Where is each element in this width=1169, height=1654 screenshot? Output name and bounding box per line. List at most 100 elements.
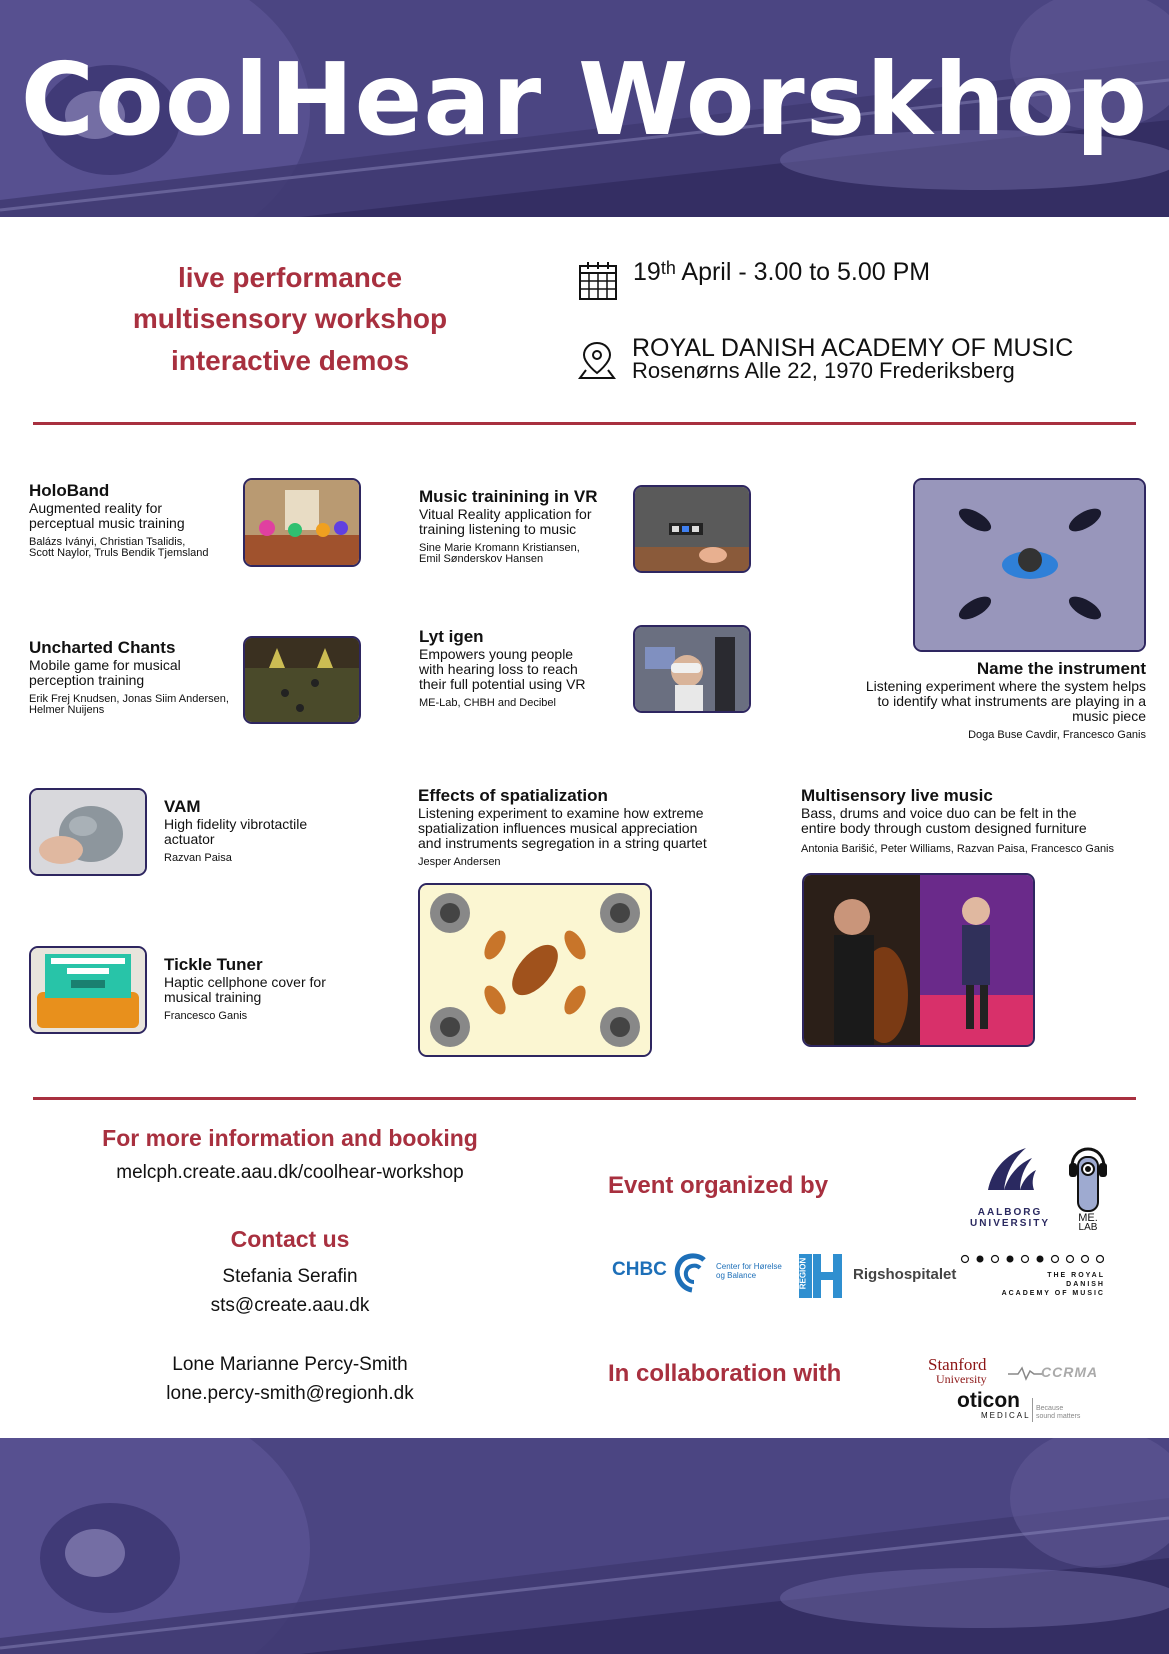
- ccrma-logo-wave: [1008, 1366, 1042, 1381]
- me-lab-logo: [1069, 1147, 1107, 1212]
- project-title: Music trainining in VR: [419, 487, 598, 506]
- project-title: Tickle Tuner: [164, 955, 263, 974]
- project-title: Multisensory live music: [801, 786, 993, 805]
- contact-heading: Contact us: [230, 1226, 350, 1252]
- project-desc-line: High fidelity vibrotactile: [164, 816, 308, 832]
- project-holoband: HoloBand Augmented reality for perceptua…: [29, 481, 244, 559]
- tagline-workshop: multisensory workshop: [132, 303, 448, 334]
- project-desc-line: to identify what instruments are playing…: [877, 693, 1146, 709]
- project-title: VAM: [164, 797, 201, 816]
- banner-photo: [0, 0, 1169, 217]
- project-desc-line: perceptual music training: [29, 515, 185, 531]
- location-pin-icon: [578, 341, 616, 379]
- oticon-divider: [1032, 1398, 1033, 1422]
- project-desc-line: spatialization influences musical apprec…: [418, 820, 698, 836]
- project-desc-line: their full potential using VR: [419, 676, 586, 692]
- project-authors: Balázs Iványi, Christian Tsalidis,: [29, 536, 186, 548]
- project-title: Name the instrument: [976, 659, 1146, 678]
- vr-training-image: [633, 485, 751, 573]
- project-tickle-tuner: Tickle Tuner Haptic cellphone cover for …: [164, 955, 364, 1022]
- project-title: Uncharted Chants: [29, 638, 176, 657]
- project-authors: Sine Marie Kromann Kristiansen,: [419, 542, 580, 554]
- venue-address: Rosenørns Alle 22, 1970 Frederiksberg: [632, 358, 1015, 383]
- region-text: REGION: [798, 1257, 808, 1290]
- project-authors: Emil Sønderskov Hansen: [419, 553, 544, 565]
- booking-heading: For more information and booking: [102, 1125, 478, 1151]
- tagline-demos: interactive demos: [170, 345, 410, 376]
- contact-email-2[interactable]: lone.percy-smith@regionh.dk: [166, 1383, 414, 1404]
- project-vam: VAM High fidelity vibrotactile actuator …: [164, 797, 364, 864]
- multisensory-image: [802, 873, 1035, 1047]
- vam-image: [29, 788, 147, 876]
- divider-bottom: [33, 1097, 1136, 1100]
- project-desc-line: Empowers young people: [419, 646, 574, 662]
- tagline-live-performance: live performance: [177, 262, 403, 293]
- project-authors: ME-Lab, CHBH and Decibel: [419, 697, 556, 709]
- aalborg-university-logo: [988, 1148, 1036, 1190]
- rigshospitalet-logo: Rigshospitalet: [853, 1266, 957, 1283]
- project-desc-line: perception training: [29, 672, 145, 688]
- chbc-logo-text: CHBC: [612, 1259, 667, 1280]
- spatialization-image: [418, 883, 652, 1057]
- project-authors: Erik Frej Knudsen, Jonas Siim Andersen,: [29, 693, 229, 705]
- collaboration-heading: In collaboration with: [608, 1360, 842, 1387]
- project-desc-line: Listening experiment to examine how extr…: [418, 805, 704, 821]
- region-h-logo: [799, 1254, 842, 1298]
- project-lyt-igen: Lyt igen Empowers young people with hear…: [419, 627, 629, 709]
- project-authors: Helmer Nuijens: [29, 704, 105, 716]
- royal-academy-dots: [960, 1254, 1104, 1264]
- project-desc-line: musical training: [164, 989, 262, 1005]
- lyt-igen-image: [633, 625, 751, 713]
- project-uncharted-chants: Uncharted Chants Mobile game for musical…: [29, 638, 244, 716]
- project-authors: Razvan Paisa: [164, 852, 232, 864]
- project-title: Lyt igen: [419, 627, 484, 646]
- project-desc-line: Augmented reality for: [29, 500, 163, 516]
- ccrma-logo-text: CCRMA: [1041, 1364, 1099, 1380]
- divider-top: [33, 422, 1136, 425]
- oticon-medical-logo: oticon MEDICAL: [957, 1389, 1031, 1420]
- project-desc-line: music piece: [1072, 708, 1146, 724]
- project-desc-line: Haptic cellphone cover for: [164, 974, 326, 990]
- project-desc-line: Listening experiment where the system he…: [865, 678, 1146, 694]
- booking-link[interactable]: melcph.create.aau.dk/coolhear-workshop: [116, 1162, 464, 1183]
- header-banner: CoolHear Worskhop: [0, 0, 1169, 217]
- project-desc-line: Vitual Reality application for: [419, 506, 592, 522]
- project-name-instrument: Name the instrument Listening experiment…: [820, 659, 1146, 741]
- chbc-logo-mark: [674, 1253, 706, 1293]
- page-title: CoolHear Worskhop: [20, 41, 1149, 158]
- project-desc-line: actuator: [164, 831, 215, 847]
- name-instrument-image: [913, 478, 1146, 652]
- footer-banner-photo: [0, 1438, 1169, 1654]
- project-authors: Francesco Ganis: [164, 1010, 248, 1022]
- calendar-icon: [579, 262, 617, 300]
- venue-name: ROYAL DANISH ACADEMY OF MUSIC: [632, 334, 1074, 362]
- project-desc-line: training listening to music: [419, 521, 577, 537]
- project-desc-line: with hearing loss to reach: [419, 661, 578, 677]
- project-desc-line: entire body through custom designed furn…: [801, 820, 1087, 836]
- project-authors: Doga Buse Cavdir, Francesco Ganis: [968, 729, 1146, 741]
- stanford-logo: Stanford University: [928, 1355, 987, 1386]
- project-title: HoloBand: [29, 481, 110, 500]
- contact-email-1[interactable]: sts@create.aau.dk: [210, 1295, 370, 1316]
- project-desc-line: Bass, drums and voice duo can be felt in…: [801, 805, 1077, 821]
- tickle-tuner-image: [29, 946, 147, 1034]
- project-multisensory-live-music: Multisensory live music Bass, drums and …: [801, 786, 1151, 855]
- project-vr-training: Music trainining in VR Vitual Reality ap…: [419, 487, 629, 565]
- project-desc-line: Mobile game for musical: [29, 657, 181, 673]
- event-date: 19th April - 3.00 to 5.00 PM: [633, 258, 931, 286]
- holoband-image: [243, 478, 361, 567]
- footer-banner: [0, 1438, 1169, 1654]
- project-title: Effects of spatialization: [418, 786, 608, 805]
- project-authors: Jesper Andersen: [418, 856, 501, 868]
- project-desc-line: and instruments segregation in a string …: [418, 835, 707, 851]
- contact-name-2: Lone Marianne Percy-Smith: [172, 1354, 408, 1375]
- organized-by-heading: Event organized by: [608, 1172, 829, 1199]
- project-spatialization: Effects of spatialization Listening expe…: [418, 786, 748, 868]
- contact-name-1: Stefania Serafin: [222, 1266, 358, 1287]
- me-lab-text: ME.LAB: [1078, 1212, 1098, 1233]
- project-authors: Scott Naylor, Truls Bendik Tjemsland: [29, 547, 209, 559]
